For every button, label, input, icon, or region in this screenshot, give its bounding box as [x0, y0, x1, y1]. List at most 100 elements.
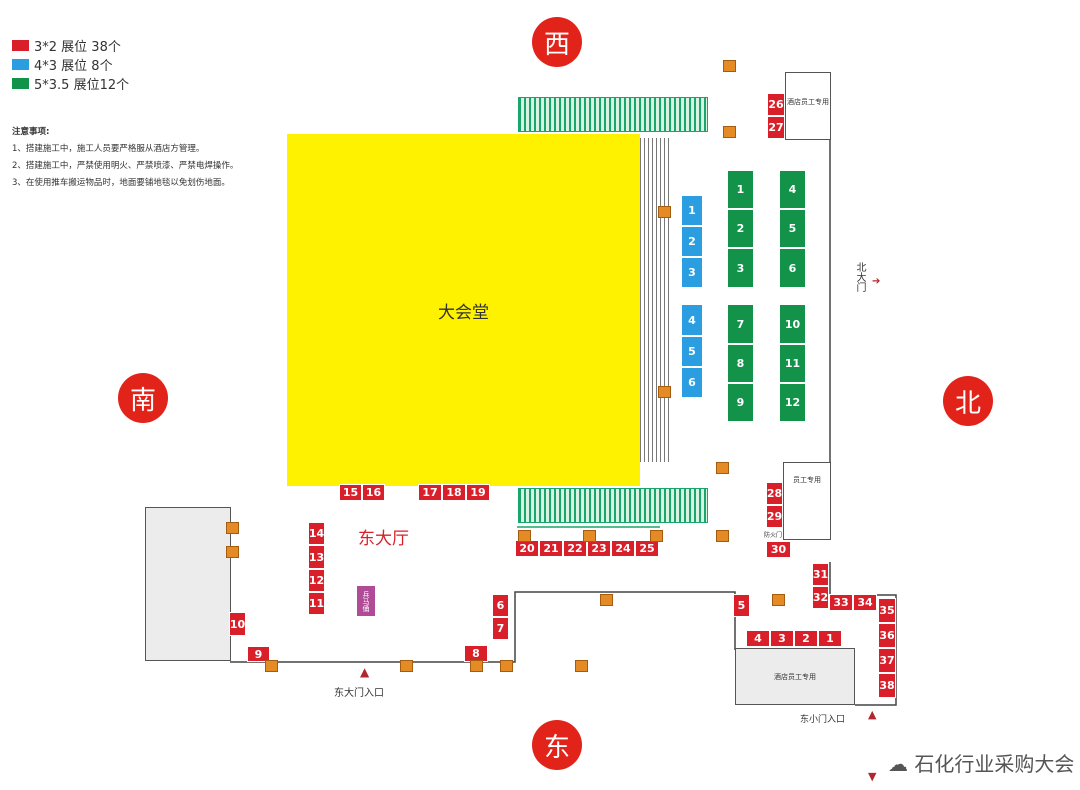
pillar-marker: [650, 530, 663, 542]
east-gate-label: 东大门入口: [334, 688, 384, 699]
east-hall-label: 东大厅: [358, 529, 409, 549]
legend-label: 4*3 展位 8个: [34, 59, 113, 74]
pillar-marker: [400, 660, 413, 672]
booth-green-5: 5: [779, 209, 806, 248]
booth-red-36: 36: [878, 623, 896, 648]
pillar-marker: [226, 522, 239, 534]
booth-green-1: 1: [727, 170, 754, 209]
north-gate-label: 北大门: [854, 262, 865, 292]
booth-red-18: 18: [442, 484, 466, 501]
compass-north: 北: [943, 376, 993, 426]
booth-green-8: 8: [727, 344, 754, 383]
booth-red-19: 19: [466, 484, 490, 501]
terracotta-exhibit: 兵马俑: [357, 586, 375, 616]
pillar-marker: [518, 530, 531, 542]
booth-green-6: 6: [779, 248, 806, 288]
booth-red-33: 33: [829, 594, 853, 611]
booth-red-35: 35: [878, 598, 896, 623]
booth-green-3: 3: [727, 248, 754, 288]
booth-red-1: 1: [818, 630, 842, 647]
booth-red-30: 30: [766, 541, 791, 558]
east-small-gate-label: 东小门入口: [800, 715, 846, 725]
pillar-marker: [716, 462, 729, 474]
booth-red-24: 24: [611, 540, 635, 557]
booth-blue-3: 3: [681, 257, 703, 288]
wechat-icon: ☁: [888, 752, 915, 776]
watermark: ☁ 石化行业采购大会: [888, 748, 1074, 777]
east-small-gate-arrow-icon: ▲: [868, 708, 877, 721]
note-item: 2、搭建施工中，严禁使用明火、严禁喷漆、严禁电焊操作。: [12, 161, 239, 171]
booth-blue-6: 6: [681, 367, 703, 398]
compass-south: 南: [118, 373, 168, 423]
booth-red-21: 21: [539, 540, 563, 557]
booth-red-25: 25: [635, 540, 659, 557]
compass-west: 西: [532, 17, 582, 67]
east-gate-arrow-icon: ▲: [360, 665, 370, 679]
booth-red-4: 4: [746, 630, 770, 647]
pillar-marker: [583, 530, 596, 542]
east-small-gate-out-arrow-icon: ▼: [868, 770, 877, 783]
booth-red-3: 3: [770, 630, 794, 647]
booth-red-20: 20: [515, 540, 539, 557]
booth-red-15: 15: [339, 484, 362, 501]
pillar-marker: [265, 660, 278, 672]
hotel-staff-room-top: 酒店员工专用: [785, 72, 831, 140]
booth-red-17: 17: [418, 484, 442, 501]
fire-door-label: 防火门: [764, 532, 783, 539]
seating-west: [518, 97, 708, 132]
pillar-marker: [226, 546, 239, 558]
booth-red-2: 2: [794, 630, 818, 647]
booth-red-28: 28: [766, 482, 783, 505]
notes-title: 注意事项:: [12, 127, 50, 137]
booth-red-5: 5: [733, 594, 750, 617]
pillar-marker: [500, 660, 513, 672]
notes: 注意事项: 1、搭建施工中，施工人员要严格服从酒店方管理。 2、搭建施工中，严禁…: [12, 124, 238, 192]
booth-green-10: 10: [779, 304, 806, 344]
booth-red-37: 37: [878, 648, 896, 673]
booth-green-9: 9: [727, 383, 754, 422]
booth-red-14: 14: [308, 522, 325, 545]
pillar-marker: [600, 594, 613, 606]
red-swatch: [12, 40, 29, 51]
note-item: 3、在使用推车搬运物品时，地面要铺地毯以免划伤地面。: [12, 178, 230, 188]
pillar-marker: [723, 60, 736, 72]
legend-green: 5*3.5 展位12个: [12, 74, 129, 93]
pillar-marker: [716, 530, 729, 542]
legend-label: 3*2 展位 38个: [34, 40, 121, 55]
booth-green-11: 11: [779, 344, 806, 383]
booth-red-10: 10: [229, 612, 246, 636]
booth-red-7: 7: [492, 617, 509, 640]
booth-green-12: 12: [779, 383, 806, 422]
booth-red-34: 34: [853, 594, 877, 611]
legend-red: 3*2 展位 38个: [12, 36, 121, 55]
pillar-marker: [470, 660, 483, 672]
booth-red-9: 9: [247, 646, 270, 662]
booth-red-6: 6: [492, 594, 509, 617]
booth-green-4: 4: [779, 170, 806, 209]
booth-red-31: 31: [812, 563, 829, 586]
compass-east: 东: [532, 720, 582, 770]
booth-red-13: 13: [308, 545, 325, 569]
note-item: 1、搭建施工中，施工人员要严格服从酒店方管理。: [12, 144, 205, 154]
booth-red-22: 22: [563, 540, 587, 557]
legend-label: 5*3.5 展位12个: [34, 78, 130, 93]
stage-steps: [640, 138, 672, 462]
left-room: [145, 507, 231, 661]
booth-red-32: 32: [812, 586, 829, 609]
booth-red-11: 11: [308, 592, 325, 615]
booth-blue-2: 2: [681, 226, 703, 257]
pillar-marker: [658, 206, 671, 218]
north-gate-arrow-icon: ➔: [872, 276, 881, 287]
booth-green-2: 2: [727, 209, 754, 248]
booth-blue-4: 4: [681, 304, 703, 336]
booth-blue-5: 5: [681, 336, 703, 367]
hotel-staff-room-bottom: 酒店员工专用: [735, 648, 855, 705]
booth-red-38: 38: [878, 673, 896, 698]
booth-blue-1: 1: [681, 195, 703, 226]
pillar-marker: [772, 594, 785, 606]
green-swatch: [12, 78, 29, 89]
booth-red-16: 16: [362, 484, 385, 501]
staff-only-room: 员工专用: [783, 462, 831, 540]
booth-green-7: 7: [727, 304, 754, 344]
